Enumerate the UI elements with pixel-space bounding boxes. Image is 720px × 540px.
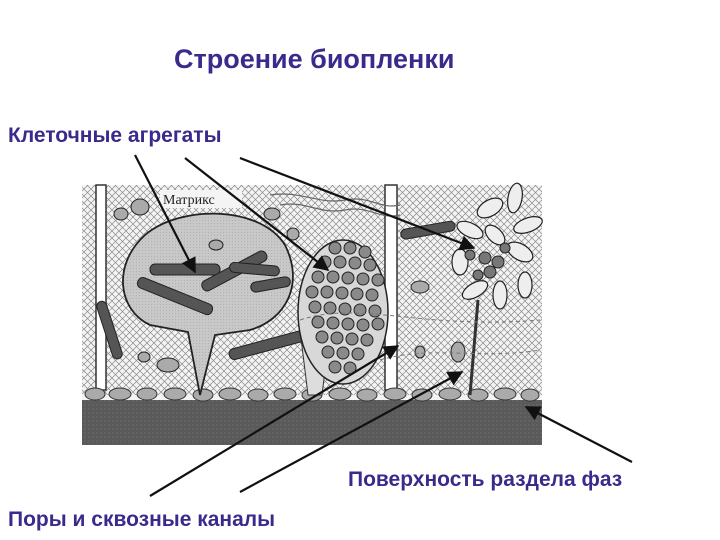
matrix-label: Матрикс <box>163 193 215 208</box>
substrate <box>82 400 542 445</box>
